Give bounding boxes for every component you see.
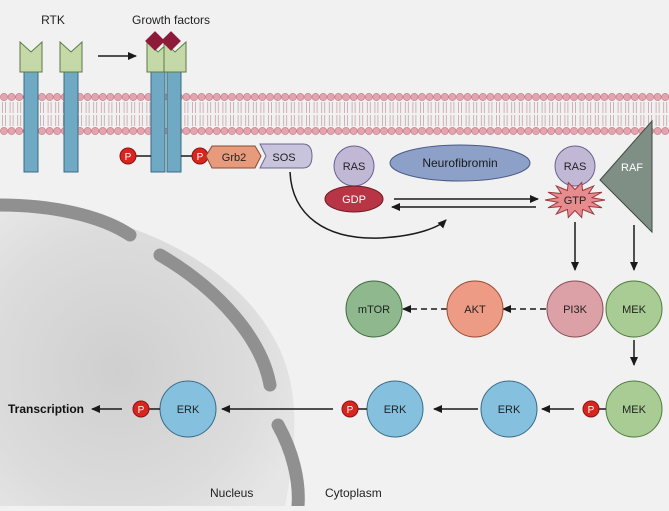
sos-protein: SOS [259, 143, 313, 169]
mek-label: MEK [622, 304, 647, 316]
phospho-label: P [138, 405, 145, 416]
phospho-erk-node: ERK P [341, 380, 424, 438]
erk-label: ERK [177, 404, 200, 416]
ras-gdp-complex: RAS GDP [324, 145, 384, 213]
cell-membrane [0, 93, 669, 135]
grb2-protein: Grb2 [205, 145, 262, 169]
pi3k-node: PI3K [546, 280, 604, 338]
phospho-label: P [347, 405, 354, 416]
phospho-label: P [197, 152, 204, 163]
sos-label: SOS [272, 152, 295, 164]
erk-label: ERK [384, 404, 407, 416]
akt-node: AKT [446, 280, 504, 338]
rtk-label: RTK [41, 13, 65, 27]
nuclear-phospho-erk-node: ERK P [132, 380, 217, 438]
nucleus [0, 198, 305, 511]
gdp-gtp-exchange-arrows [391, 195, 539, 211]
raf-label: RAF [621, 162, 643, 174]
erk-label: ERK [498, 404, 521, 416]
sos-activation-arrow [289, 171, 447, 239]
gdp-label: GDP [342, 194, 366, 206]
ras-label: RAS [564, 161, 587, 173]
gtp-starburst [544, 181, 606, 219]
gtp-label: GTP [564, 195, 587, 207]
rtk-monomer-2 [59, 40, 83, 173]
mek-label: MEK [622, 404, 647, 416]
phospho-label: P [125, 152, 132, 163]
rtk-monomer-1 [19, 40, 43, 173]
mtor-label: mTOR [358, 304, 390, 316]
growth-factors-label: Growth factors [132, 13, 210, 27]
phosphate-receptor-left: P [119, 147, 151, 165]
akt-label: AKT [464, 304, 486, 316]
rtk-dimer [146, 40, 187, 173]
erk-node: ERK [480, 380, 538, 438]
mek-node: MEK [605, 280, 663, 338]
phospho-mek-node: MEK P [582, 380, 663, 438]
phospho-label: P [588, 405, 595, 416]
mtor-node: mTOR [345, 280, 403, 338]
pi3k-label: PI3K [563, 304, 588, 316]
grb2-label: Grb2 [222, 152, 246, 164]
neurofibromin-label: Neurofibromin [422, 156, 497, 170]
ras-label: RAS [343, 161, 366, 173]
raf-protein: RAF [599, 119, 653, 234]
neurofibromin-protein: Neurofibromin [389, 144, 531, 182]
ras-gtp-complex: RAS GTP [544, 145, 606, 219]
cytoplasm-label: Cytoplasm [325, 486, 382, 500]
transcription-label: Transcription [8, 402, 84, 416]
nucleus-label: Nucleus [210, 486, 253, 500]
